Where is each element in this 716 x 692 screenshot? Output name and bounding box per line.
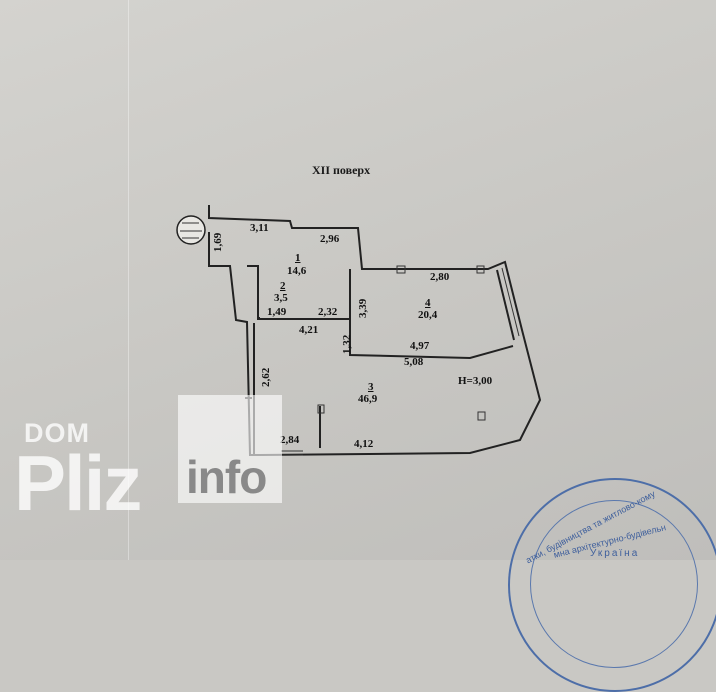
- watermark-dom: DOM: [24, 418, 90, 448]
- dim-label: 4,97: [410, 340, 430, 352]
- dim-label: 1,69: [212, 232, 224, 252]
- dim-label: 2,80: [430, 271, 450, 283]
- watermark-box: [178, 395, 282, 503]
- dim-label: 2,62: [260, 367, 272, 387]
- room-area: 3,5: [274, 292, 288, 304]
- post-a: [396, 265, 406, 274]
- watermark-pliz: Pliz: [14, 439, 142, 527]
- watermark-info: info: [186, 451, 267, 503]
- room-number: 4: [425, 297, 431, 309]
- column-circle: [176, 215, 206, 245]
- dim-label: 3,11: [250, 222, 269, 234]
- wall-corridor: [349, 269, 514, 360]
- stamp-inner-ring: [530, 500, 698, 668]
- post-b: [476, 265, 485, 274]
- stamp-text: Україна: [590, 548, 640, 559]
- wall-balcony: [496, 269, 515, 341]
- room-number: 3: [368, 381, 374, 393]
- door-line: [281, 450, 303, 456]
- floor-plan: [176, 205, 542, 456]
- dim-label: 1,49: [267, 306, 287, 318]
- room-area: 14,6: [287, 265, 307, 277]
- wall-room2: [247, 265, 260, 319]
- ceiling-height: H=3,00: [458, 375, 493, 387]
- dim-label: 3,39: [357, 298, 369, 318]
- outer-wall: [208, 205, 542, 456]
- document-page: [0, 0, 716, 560]
- room-number: 1: [295, 252, 301, 264]
- dim-label: 4,12: [354, 438, 374, 450]
- dim-label: 5,08: [404, 356, 424, 368]
- room-number: 2: [280, 280, 286, 292]
- dim-label: 2,84: [280, 434, 300, 446]
- paper-fold: [128, 0, 129, 560]
- room-area: 20,4: [418, 309, 438, 321]
- dim-label: 1,32: [341, 334, 353, 354]
- window-line: [501, 267, 520, 337]
- dim-label: 2,96: [320, 233, 340, 245]
- post-c: [477, 411, 486, 421]
- dim-label: 2,32: [318, 306, 338, 318]
- dim-label: 4,21: [299, 324, 319, 336]
- floor-title: XII поверх: [312, 163, 371, 177]
- post-d: [317, 404, 325, 414]
- room-area: 46,9: [358, 393, 378, 405]
